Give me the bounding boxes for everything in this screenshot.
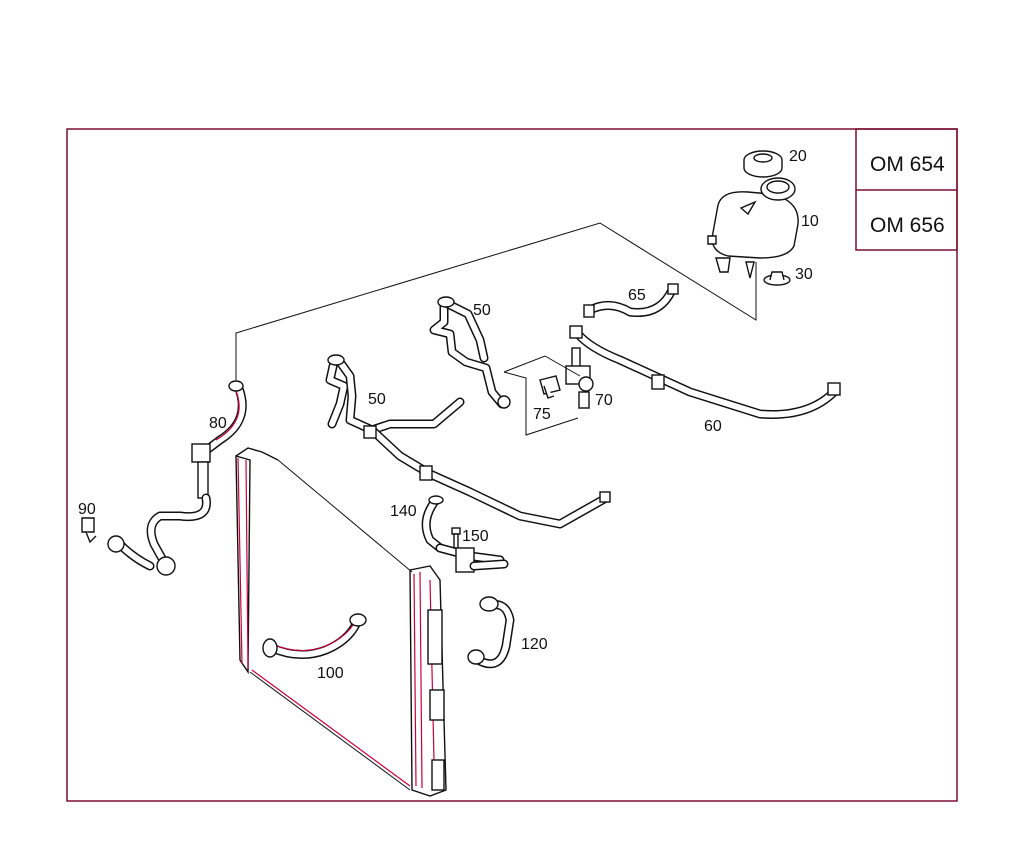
part-20-cap[interactable] xyxy=(743,150,783,178)
callout-90[interactable]: 90 xyxy=(78,501,96,518)
part-65-hose[interactable] xyxy=(583,283,679,318)
part-120-hose[interactable] xyxy=(467,596,515,669)
callout-30[interactable]: 30 xyxy=(795,266,813,283)
engine-variant-om656[interactable]: OM 656 xyxy=(870,214,945,237)
engine-variant-box: OM 654 OM 656 xyxy=(855,128,958,251)
part-90-sensor[interactable] xyxy=(81,517,97,544)
callout-150[interactable]: 150 xyxy=(462,528,489,545)
part-30-plug[interactable] xyxy=(763,271,791,286)
callout-60[interactable]: 60 xyxy=(704,418,722,435)
part-75-bracket[interactable] xyxy=(503,355,581,436)
callout-140[interactable]: 140 xyxy=(390,503,417,520)
part-150-bolt[interactable] xyxy=(451,527,461,549)
part-50-upper-pipe[interactable] xyxy=(429,296,511,409)
callout-65[interactable]: 65 xyxy=(628,287,646,304)
part-100-hose[interactable] xyxy=(262,613,367,659)
radiator[interactable] xyxy=(235,447,447,797)
callout-80[interactable]: 80 xyxy=(209,415,227,432)
callout-10[interactable]: 10 xyxy=(801,213,819,230)
callout-70[interactable]: 70 xyxy=(595,392,613,409)
part-60-pipe[interactable] xyxy=(569,325,841,419)
callout-20[interactable]: 20 xyxy=(789,148,807,165)
callout-50-upper[interactable]: 50 xyxy=(473,302,491,319)
thermostat-connector[interactable] xyxy=(435,543,509,573)
diagram-frame xyxy=(66,128,958,802)
callout-100[interactable]: 100 xyxy=(317,665,344,682)
part-50-lower-pipe[interactable] xyxy=(325,354,611,529)
callout-75[interactable]: 75 xyxy=(533,406,551,423)
callout-50-lower[interactable]: 50 xyxy=(368,391,386,408)
engine-variant-om654[interactable]: OM 654 xyxy=(870,153,945,176)
group-leader-line xyxy=(235,222,757,380)
part-10-expansion-tank[interactable] xyxy=(707,177,799,279)
part-80-hose[interactable] xyxy=(107,380,247,576)
callout-120[interactable]: 120 xyxy=(521,636,548,653)
part-70-valve[interactable] xyxy=(565,347,594,409)
part-140-hose[interactable] xyxy=(421,495,445,553)
